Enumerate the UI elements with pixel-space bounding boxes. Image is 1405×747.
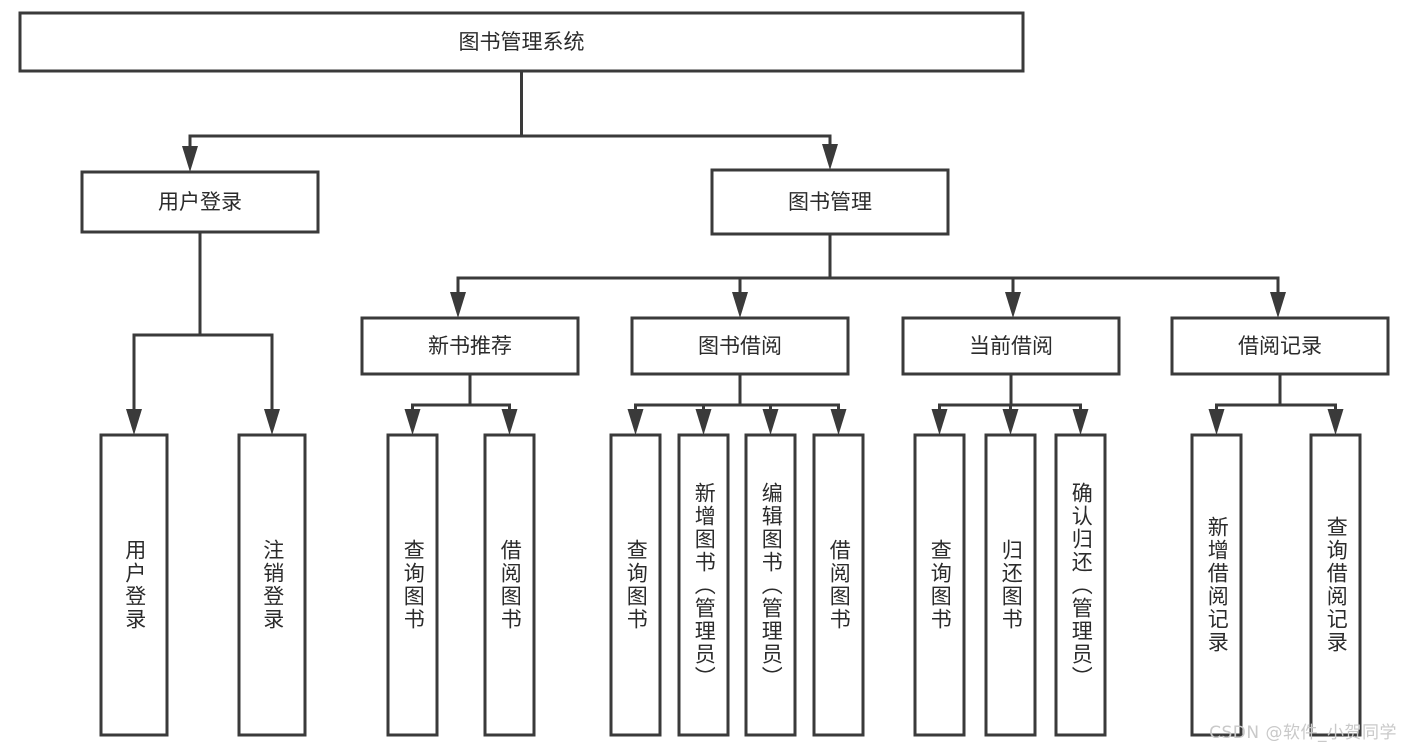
leaf-borrow-book-new-box[interactable] bbox=[483, 433, 536, 737]
arrow-down-icon bbox=[830, 409, 847, 435]
arrow-down-icon bbox=[1327, 409, 1344, 435]
leaf-edit-book-admin-box[interactable] bbox=[744, 433, 797, 737]
root-node-library-management-system-label: 图书管理系统 bbox=[459, 30, 585, 54]
arrow-down-icon bbox=[264, 409, 280, 435]
leaf-query-borrow-record-box[interactable] bbox=[1309, 433, 1362, 737]
arrow-down-icon bbox=[1270, 292, 1286, 318]
arrow-down-icon bbox=[1208, 409, 1225, 435]
leaf-user-login-box[interactable] bbox=[99, 433, 169, 737]
connectors-layer bbox=[126, 69, 1344, 435]
leaf-add-borrow-record-box[interactable] bbox=[1190, 433, 1243, 737]
arrow-down-icon bbox=[126, 409, 142, 435]
arrow-down-icon bbox=[1002, 409, 1019, 435]
node-current-borrowing-label: 当前借阅 bbox=[969, 334, 1053, 358]
node-book-management-box[interactable] bbox=[710, 168, 950, 236]
node-book-management-label: 图书管理 bbox=[788, 190, 872, 214]
node-book-borrowing-label: 图书借阅 bbox=[698, 334, 782, 358]
leaf-add-book-admin-box[interactable] bbox=[677, 433, 730, 737]
arrow-down-icon bbox=[450, 292, 466, 318]
arrow-down-icon bbox=[1005, 292, 1021, 318]
node-borrowing-records-label: 借阅记录 bbox=[1238, 334, 1322, 358]
leaf-query-book-borrow-box[interactable] bbox=[609, 433, 662, 737]
node-current-borrowing-box[interactable] bbox=[901, 316, 1121, 376]
node-new-book-recommendation-label: 新书推荐 bbox=[428, 334, 512, 358]
leaf-user-logout-box[interactable] bbox=[237, 433, 307, 737]
arrow-down-icon bbox=[182, 146, 198, 172]
leaf-query-book-current-box[interactable] bbox=[913, 433, 966, 737]
arrow-down-icon bbox=[762, 409, 779, 435]
node-book-borrowing-box[interactable] bbox=[630, 316, 850, 376]
arrow-down-icon bbox=[732, 292, 748, 318]
node-user-login-box[interactable] bbox=[80, 170, 320, 234]
leaf-query-book-new-box[interactable] bbox=[386, 433, 439, 737]
node-user-login-label: 用户登录 bbox=[158, 190, 242, 214]
leaf-borrow-book-borrow-box[interactable] bbox=[812, 433, 865, 737]
arrow-down-icon bbox=[627, 409, 644, 435]
arrow-down-icon bbox=[404, 409, 421, 435]
arrow-down-icon bbox=[695, 409, 712, 435]
arrow-down-icon bbox=[1072, 409, 1089, 435]
arrow-down-icon bbox=[931, 409, 948, 435]
leaf-confirm-return-admin-box[interactable] bbox=[1054, 433, 1107, 737]
node-borrowing-records-box[interactable] bbox=[1170, 316, 1390, 376]
arrow-down-icon bbox=[822, 144, 838, 170]
leaf-return-book-box[interactable] bbox=[984, 433, 1037, 737]
root-node-library-management-system-box[interactable] bbox=[18, 11, 1025, 73]
watermark-label: CSDN @软件_小贺同学 bbox=[1209, 723, 1397, 743]
arrow-down-icon bbox=[501, 409, 518, 435]
node-new-book-recommendation-box[interactable] bbox=[360, 316, 580, 376]
